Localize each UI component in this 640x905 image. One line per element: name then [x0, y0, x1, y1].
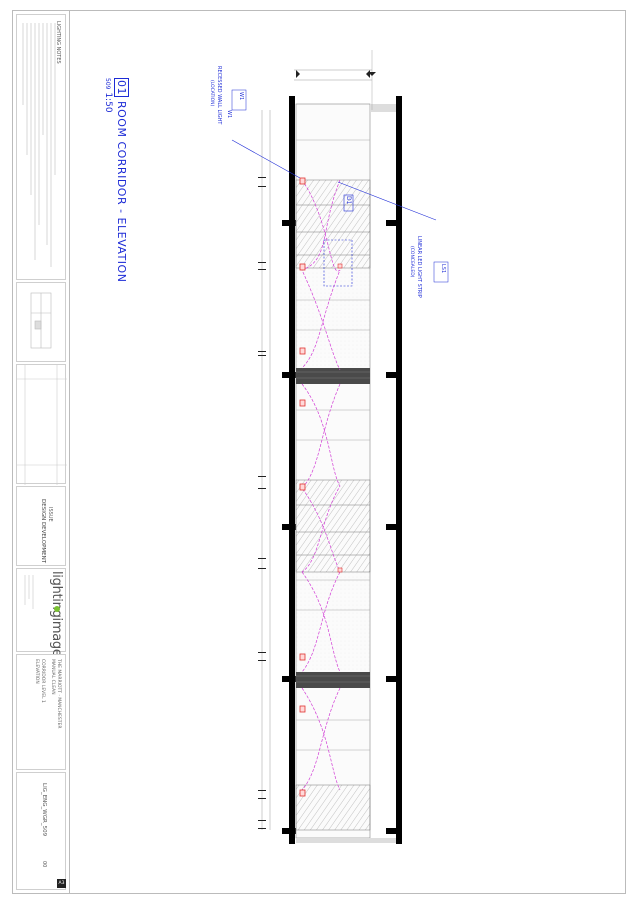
leader-lines: [231, 139, 437, 221]
wall-light-desc: RECESSED WALL LIGHT: [216, 66, 222, 125]
door-ref-label: D1: [345, 196, 352, 205]
dim-arrow-icon: [366, 70, 370, 78]
revision-table: [16, 364, 67, 485]
key-plan-panel: [16, 282, 66, 362]
logo-dot-icon: [54, 606, 60, 612]
structural-band: [296, 672, 370, 688]
skirting: [296, 838, 396, 843]
dimension-ticks: [258, 177, 266, 829]
dim-arrow-icon: [296, 70, 300, 78]
ceiling-line: [396, 96, 402, 844]
notes-panel: LIGHTING NOTES: [16, 14, 66, 280]
wall-light-sub: (LOCATION): [209, 80, 214, 107]
floor-line: [289, 96, 295, 844]
strip-light-markers: [337, 263, 343, 573]
strip-light-tag-box: [433, 261, 449, 283]
wall-light-tag-box: [231, 89, 247, 111]
strip-light-code: LS1: [440, 264, 446, 274]
structure-nibs: [282, 220, 400, 834]
door-ref-box: [343, 194, 354, 212]
wall-light-code: W1: [238, 92, 244, 101]
door-frames: [296, 204, 370, 556]
strip-light-sub: (CONCEALED): [409, 246, 414, 278]
number-panel: LIG_ENG_WGR_509 00 A3: [16, 772, 66, 890]
sheet-size: A3: [57, 879, 66, 888]
notes-text-lines: [22, 23, 56, 267]
dimension-lines: [261, 69, 372, 830]
zone-outline: [323, 239, 353, 287]
logo-panel: lightingimages: [16, 568, 66, 663]
project-panel: THE MARRIOTT · MANCHESTER MANUAL CLEAN C…: [16, 654, 66, 770]
cornice: [370, 104, 396, 112]
title-strip: [12, 10, 70, 894]
stage-panel: ISSUE DESIGN DEVELOPMENT: [16, 486, 66, 566]
wall-light-code-sub: W1: [226, 110, 232, 119]
strip-light-desc: LINEAR LED LIGHT STRIP: [416, 236, 422, 298]
structural-band: [296, 368, 370, 384]
wall-light-fixtures: [299, 177, 306, 797]
key-plan: [30, 292, 52, 349]
